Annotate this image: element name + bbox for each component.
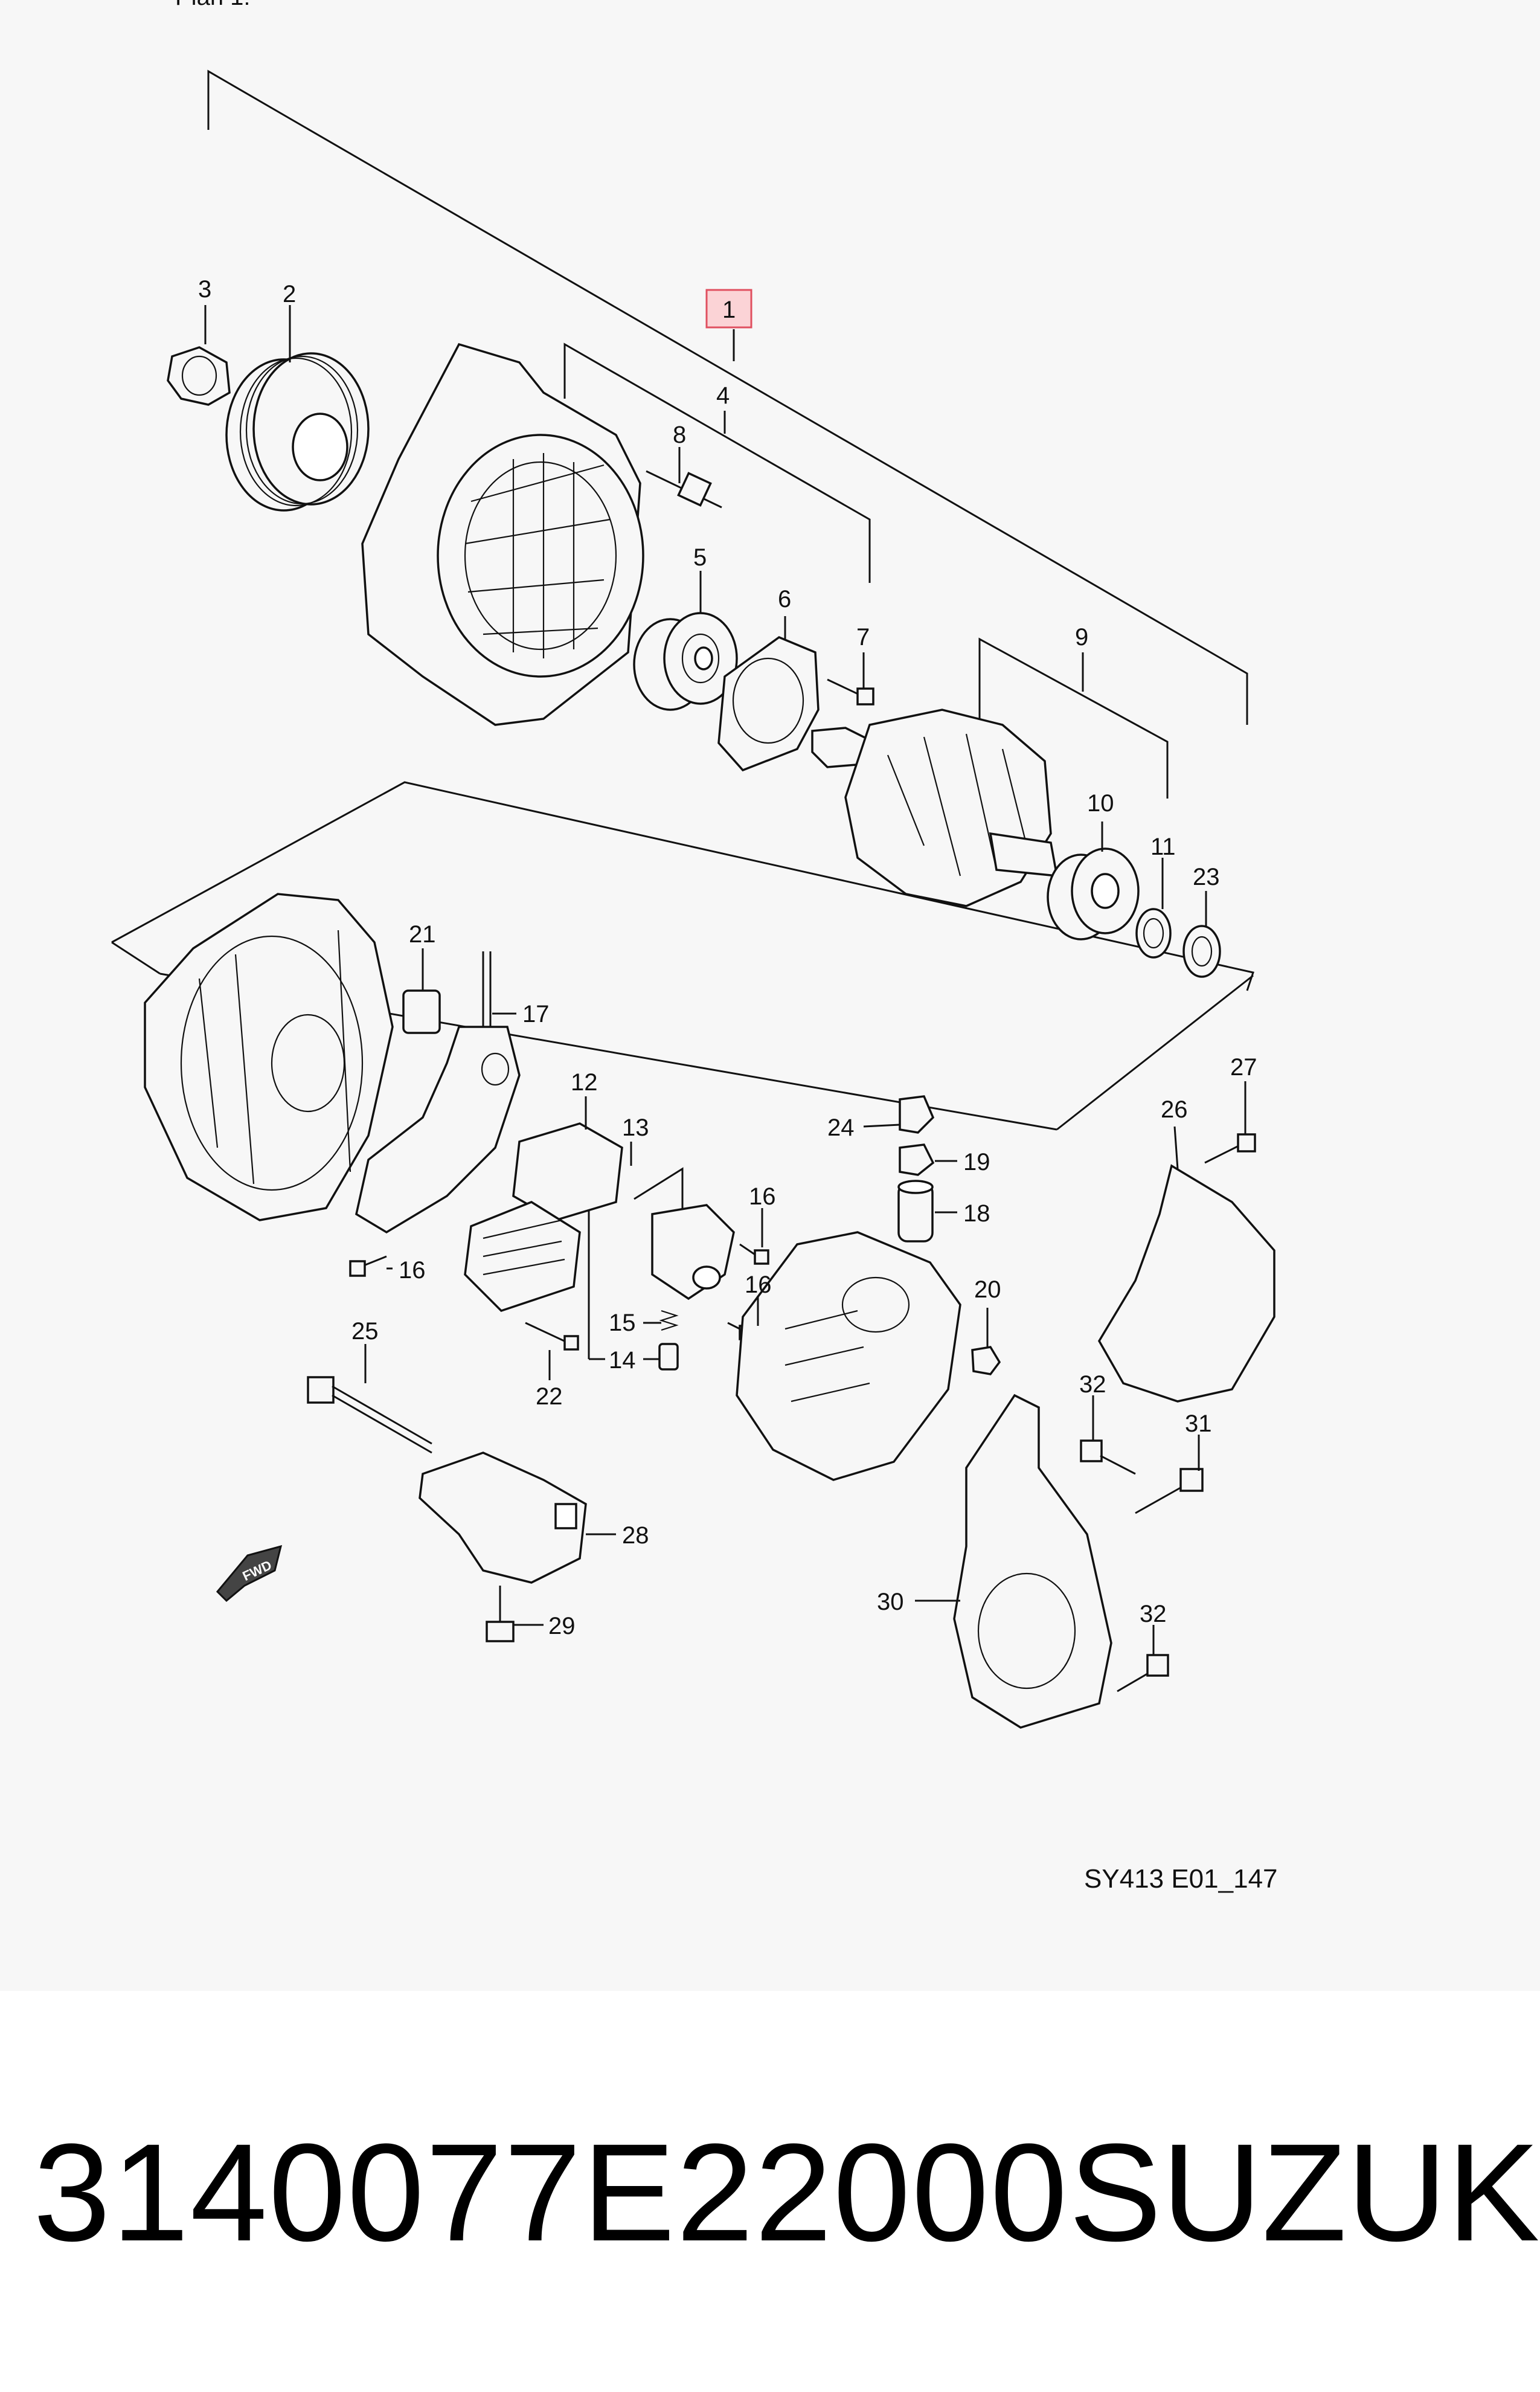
callout-28[interactable]: 28 [622, 1522, 649, 1549]
callout-3[interactable]: 3 [198, 276, 211, 303]
callout-9[interactable]: 9 [1075, 624, 1088, 651]
cap-part-24 [899, 1095, 935, 1134]
callout-6[interactable]: 6 [778, 586, 791, 612]
header-fragment: Plan 1: [175, 0, 251, 10]
assembly-bracket-1 [207, 69, 1248, 725]
bolt-part-16-left [349, 1255, 387, 1277]
rear-frame [144, 893, 394, 1221]
screw-part-22 [525, 1322, 579, 1351]
bracket-part-28 [419, 1452, 587, 1584]
mounting-bracket-part-30 [953, 1394, 1112, 1729]
callout-24[interactable]: 24 [827, 1114, 855, 1141]
callout-12[interactable]: 12 [571, 1069, 598, 1096]
screw-part-7 [827, 678, 874, 706]
leader-lines [204, 305, 1246, 1655]
callout-4[interactable]: 4 [716, 382, 730, 409]
regulator-part-13 [464, 1201, 581, 1313]
callout-32-upper[interactable]: 32 [1079, 1371, 1106, 1398]
callout-19[interactable]: 19 [963, 1149, 990, 1175]
callout-16-lower[interactable]: 16 [745, 1272, 772, 1298]
rotor-part-9 [811, 709, 1059, 907]
callout-17[interactable]: 17 [522, 1001, 550, 1027]
rectifier-assembly [355, 1026, 521, 1234]
clip-part-21 [402, 989, 441, 1034]
brand-name: SUZUKI [1069, 2115, 1540, 2270]
through-bolt-part-25 [307, 1376, 432, 1454]
callout-22[interactable]: 22 [536, 1383, 563, 1410]
terminal-bolt-part-17 [482, 951, 492, 1027]
callout-27[interactable]: 27 [1230, 1054, 1257, 1081]
washer-part-23 [1182, 925, 1221, 978]
front-housing [361, 342, 644, 726]
bolt-part-32-lower [1117, 1654, 1169, 1693]
insulator-part-18 [897, 1180, 934, 1243]
callout-7[interactable]: 7 [856, 624, 870, 651]
rear-cover [736, 1231, 961, 1481]
spring-part-15 [659, 1310, 679, 1331]
callout-5[interactable]: 5 [693, 544, 707, 571]
callout-21[interactable]: 21 [409, 921, 436, 948]
callout-31[interactable]: 31 [1185, 1410, 1212, 1437]
callout-13[interactable]: 13 [622, 1114, 649, 1141]
footer [0, 1991, 1540, 2392]
brush-part-14 [658, 1343, 679, 1371]
callout-2[interactable]: 2 [283, 281, 296, 307]
alternator-exploded-view: Plan 1: [111, 0, 1278, 1894]
callout-8[interactable]: 8 [673, 422, 686, 448]
fwd-arrow-icon: FWD [216, 1545, 283, 1603]
bolt-part-29 [486, 1586, 515, 1642]
callout-32-lower[interactable]: 32 [1140, 1601, 1167, 1627]
bolt-part-27 [1204, 1133, 1256, 1164]
callout-11[interactable]: 11 [1150, 834, 1176, 860]
bearing-part-5 [633, 612, 738, 711]
stud-part-8 [646, 470, 722, 509]
highlight-box-callout-1 [705, 289, 752, 329]
shield-part-26 [1097, 1164, 1275, 1403]
bolt-part-16-mid [739, 1243, 769, 1265]
callout-16-left[interactable]: 16 [399, 1257, 426, 1284]
exploded-diagram-panel: Plan 1: [111, 0, 1278, 1894]
callout-16-mid[interactable]: 16 [749, 1183, 776, 1210]
drawing-code: SY413 E01_147 [1084, 1864, 1278, 1894]
brush-holder-part-12 [512, 1122, 623, 1221]
part-number: 3140077E22000 [33, 2115, 1069, 2270]
callout-14[interactable]: 14 [609, 1347, 636, 1374]
callout-23[interactable]: 23 [1193, 864, 1220, 890]
callout-30[interactable]: 30 [877, 1589, 904, 1615]
callout-10[interactable]: 10 [1087, 790, 1114, 817]
assembly-bracket-4 [563, 342, 871, 583]
bolt-part-32-upper [1080, 1439, 1136, 1475]
nut-part-19 [899, 1143, 935, 1176]
callout-20[interactable]: 20 [974, 1276, 1001, 1303]
pulley-part-2 [225, 352, 370, 512]
brush-socket [651, 1204, 735, 1300]
callout-18[interactable]: 18 [963, 1200, 990, 1227]
callout-29[interactable]: 29 [548, 1613, 576, 1639]
callout-26[interactable]: 26 [1161, 1096, 1188, 1123]
callout-25[interactable]: 25 [351, 1318, 379, 1345]
nut-part-20 [971, 1346, 1001, 1375]
bolt-part-31 [1135, 1468, 1204, 1514]
ring-part-11 [1135, 908, 1172, 959]
bearing-part-10 [1047, 847, 1140, 940]
callout-labels: 1 2 3 4 5 6 7 8 9 10 11 12 13 14 15 16 1… [198, 276, 1257, 1639]
assembly-bracket-9 [978, 637, 1169, 799]
callout-1[interactable]: 1 [722, 297, 736, 323]
assembly-bracket-13 [588, 1167, 684, 1360]
nut-part-3 [167, 346, 231, 406]
callout-15[interactable]: 15 [609, 1310, 636, 1336]
